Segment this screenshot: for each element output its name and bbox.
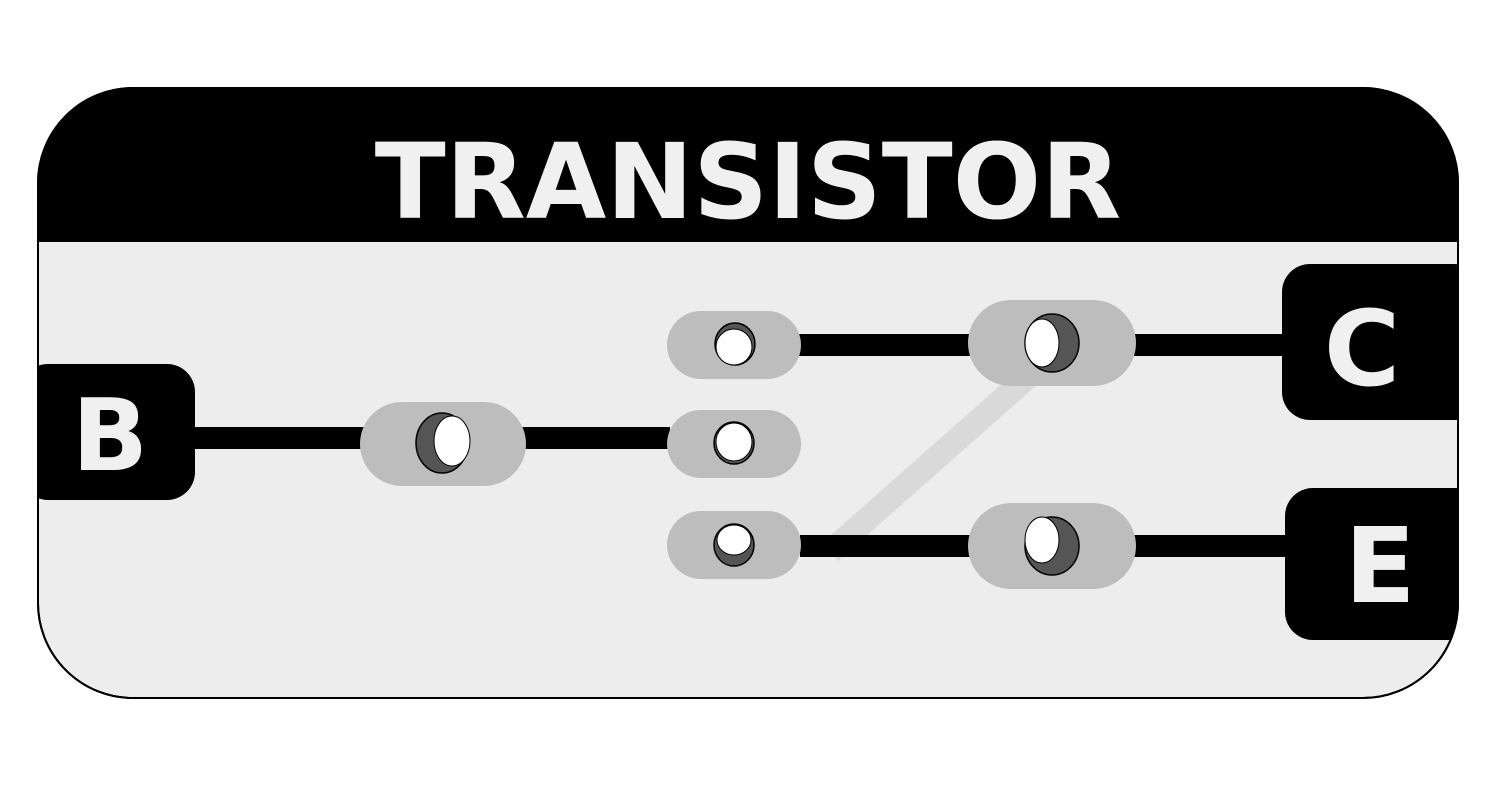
hole-middle-left <box>713 421 755 465</box>
hole-bottom-left <box>713 523 755 567</box>
board-outline <box>37 87 1459 699</box>
faint-diagonal-trace <box>822 366 1038 561</box>
title-bar <box>38 88 1458 242</box>
terminal-b-label: B <box>72 377 148 494</box>
terminal-c-tab <box>1282 264 1458 420</box>
hole-collector <box>1024 313 1080 373</box>
board-title: TRANSISTOR <box>375 121 1121 243</box>
terminal-b-tab <box>38 364 195 500</box>
terminal-e-tab <box>1285 488 1458 640</box>
hole-emitter <box>1024 516 1080 576</box>
terminal-c-label: C <box>1324 288 1400 410</box>
hole-base <box>415 412 471 474</box>
hole-top-left <box>714 322 756 366</box>
terminal-e-label: E <box>1344 505 1415 627</box>
